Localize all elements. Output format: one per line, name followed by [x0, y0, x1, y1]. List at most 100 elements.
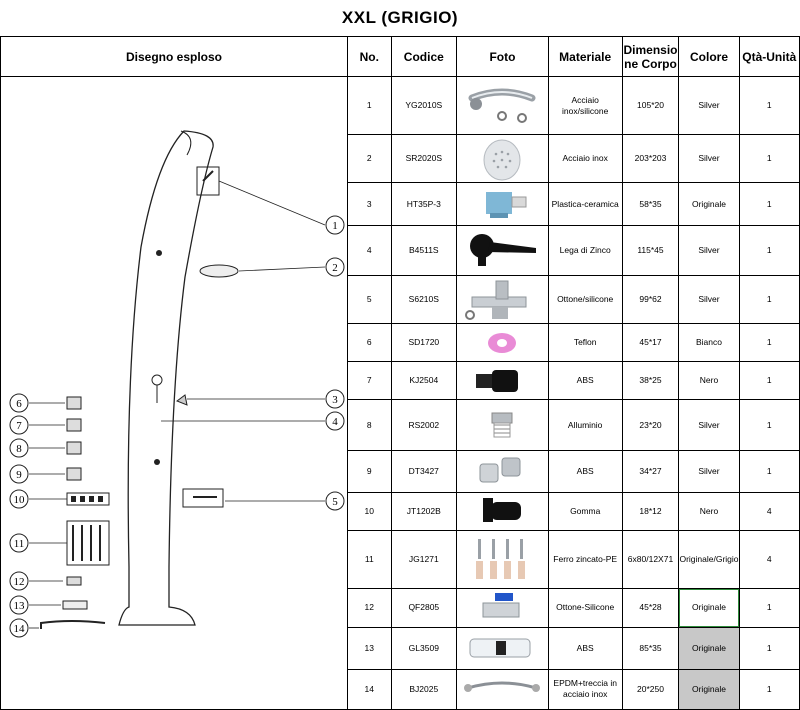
- row-code: RS2002: [390, 399, 458, 451]
- row-no: 5: [347, 274, 392, 325]
- row-color: Silver: [678, 274, 740, 325]
- row-qty: 1: [738, 668, 800, 710]
- callout-10: 10: [9, 489, 29, 509]
- lever-handle-icon: [458, 230, 548, 270]
- row-color: Originale/Grigio: [678, 530, 740, 590]
- row-no: 4: [347, 224, 392, 276]
- row-qty: 1: [738, 134, 800, 184]
- row-qty: 1: [738, 626, 800, 670]
- row-code: JT1202B: [390, 491, 458, 532]
- row-dims: 203*203: [621, 134, 680, 184]
- row-material: ABS: [547, 449, 623, 493]
- header-diagram: Disegno esploso: [0, 36, 348, 77]
- row-color: Bianco: [678, 323, 740, 363]
- callout-14: 14: [9, 618, 29, 638]
- row-dims: 99*62: [621, 274, 680, 325]
- row-no: 12: [347, 588, 392, 628]
- row-color: Nero: [678, 361, 740, 401]
- row-photo: [456, 134, 549, 184]
- row-code: QF2805: [390, 588, 458, 628]
- callout-3: 3: [325, 389, 345, 409]
- svg-text:1: 1: [332, 220, 338, 232]
- svg-text:4: 4: [332, 416, 338, 428]
- svg-text:12: 12: [14, 576, 25, 588]
- shower-head-detail: [199, 264, 239, 278]
- shower-column: [118, 130, 214, 626]
- svg-text:10: 10: [14, 494, 26, 506]
- row-material: Ferro zincato-PE: [547, 530, 623, 590]
- row-photo: [456, 668, 549, 710]
- round-shower-head-icon: [458, 136, 548, 182]
- filter-icon: [458, 631, 548, 665]
- row-no: 8: [347, 399, 392, 451]
- row-no: 9: [347, 449, 392, 493]
- row-dims: 23*20: [621, 399, 680, 451]
- row-dims: 6x80/12X71: [621, 530, 680, 590]
- header-no: No.: [347, 36, 392, 77]
- row-code: B4511S: [390, 224, 458, 276]
- row-dims: 85*35: [621, 626, 680, 670]
- row-material: Alluminio: [547, 399, 623, 451]
- callout-6: 6: [9, 393, 29, 413]
- callout-13: 13: [9, 595, 29, 615]
- row-qty: 1: [738, 182, 800, 226]
- row-qty: 1: [738, 274, 800, 325]
- row-photo: [456, 75, 549, 136]
- row-color: Nero: [678, 491, 740, 532]
- row-material: ABS: [547, 626, 623, 670]
- braided-hose-icon: [458, 674, 548, 704]
- svg-text:9: 9: [16, 469, 22, 481]
- row-qty: 1: [738, 75, 800, 136]
- header-dims: Dimensio ne Corpo: [621, 36, 680, 77]
- row-no: 6: [347, 323, 392, 363]
- header-row: Disegno esploso No. Codice Foto Material…: [0, 36, 800, 77]
- parts-table: Disegno esploso No. Codice Foto Material…: [0, 36, 800, 710]
- row-dims: 115*45: [621, 224, 680, 276]
- row-material: Gomma: [547, 491, 623, 532]
- row-dims: 58*35: [621, 182, 680, 226]
- row-code: DT3427: [390, 449, 458, 493]
- row-material: EPDM+treccia in acciaio inox: [547, 668, 623, 710]
- svg-text:5: 5: [332, 496, 338, 508]
- row-color: Silver: [678, 399, 740, 451]
- cartridge-detail: [175, 394, 188, 406]
- svg-text:2: 2: [332, 262, 338, 274]
- svg-text:8: 8: [16, 443, 22, 455]
- callout-4: 4: [325, 411, 345, 431]
- row-code: BJ2025: [390, 668, 458, 710]
- callout-12: 12: [9, 571, 29, 591]
- svg-text:6: 6: [16, 398, 22, 410]
- row-material: Plastica-ceramica: [547, 182, 623, 226]
- row-dims: 105*20: [621, 75, 680, 136]
- row-photo: [456, 224, 549, 276]
- svg-text:7: 7: [16, 420, 22, 432]
- row-qty: 1: [738, 361, 800, 401]
- row-photo: [456, 530, 549, 590]
- foot-shower-tap-icon: [458, 277, 548, 323]
- row-color: Originale: [678, 182, 740, 226]
- row-no: 10: [347, 491, 392, 532]
- row-qty: 4: [738, 530, 800, 590]
- header-code: Codice: [390, 36, 458, 77]
- row-dims: 45*28: [621, 588, 680, 628]
- row-no: 3: [347, 182, 392, 226]
- page-title: XXL (GRIGIO): [341, 8, 459, 27]
- row-qty: 1: [738, 323, 800, 363]
- row-photo: [456, 323, 549, 363]
- curved-shower-arm-icon: [458, 84, 548, 128]
- row-color: Silver: [678, 449, 740, 493]
- row-no: 11: [347, 530, 392, 590]
- row-photo: [456, 449, 549, 493]
- callout-2: 2: [325, 257, 345, 277]
- header-photo: Foto: [456, 36, 549, 77]
- row-photo: [456, 361, 549, 401]
- callout-5: 5: [325, 491, 345, 511]
- svg-text:11: 11: [14, 538, 25, 550]
